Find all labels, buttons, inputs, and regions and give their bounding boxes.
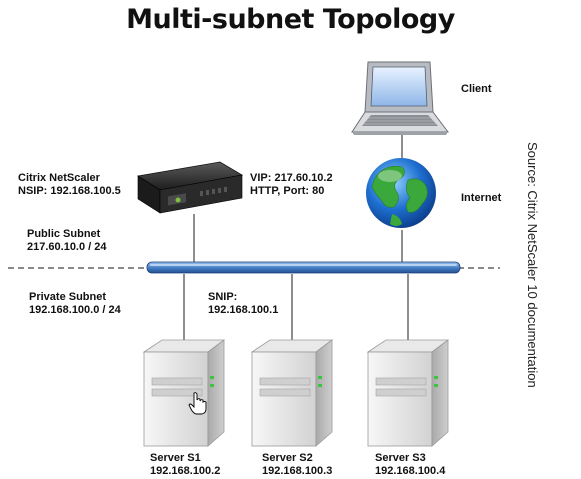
server-label: Server S3 192.168.100.4 [375, 452, 445, 478]
private-subnet-range: 192.168.100.0 / 24 [29, 304, 121, 316]
public-subnet-range: 217.60.10.0 / 24 [27, 241, 107, 253]
source-caption: Source: Citrix NetScaler 10 documentatio… [520, 142, 542, 392]
network-bus [146, 261, 461, 274]
server-name: Server S1 [150, 452, 201, 464]
netscaler-appliance-icon [136, 161, 244, 214]
server-label: Server S2 192.168.100.3 [262, 452, 332, 478]
snip-ip: 192.168.100.1 [208, 304, 279, 316]
private-subnet-name: Private Subnet [29, 291, 107, 303]
netscaler-name: Citrix NetScaler [18, 172, 100, 184]
vip-label: VIP: 217.60.10.2 HTTP, Port: 80 [250, 172, 333, 198]
server-ip: 192.168.100.4 [375, 465, 446, 477]
public-subnet-label: Public Subnet 217.60.10.0 / 24 [27, 228, 107, 254]
internet-label: Internet [461, 192, 502, 204]
vip-address: VIP: 217.60.10.2 [250, 172, 333, 184]
server-icon [366, 339, 450, 447]
globe-icon [366, 158, 436, 228]
snip-name: SNIP: [208, 291, 238, 303]
source-text: Source: Citrix NetScaler 10 documentatio… [525, 142, 540, 388]
server-ip: 192.168.100.3 [262, 465, 333, 477]
laptop-icon [351, 61, 449, 135]
netscaler-label: Citrix NetScaler NSIP: 192.168.100.5 [18, 172, 121, 198]
server-icon [142, 339, 226, 447]
hand-cursor-icon [188, 392, 207, 415]
server-name: Server S3 [375, 452, 426, 464]
netscaler-nsip: NSIP: 192.168.100.5 [18, 185, 121, 197]
public-subnet-name: Public Subnet [27, 228, 101, 240]
server-ip: 192.168.100.2 [150, 465, 221, 477]
client-label: Client [461, 83, 492, 95]
snip-label: SNIP: 192.168.100.1 [208, 291, 278, 317]
server-icon [250, 339, 334, 447]
server-label: Server S1 192.168.100.2 [150, 452, 220, 478]
diagram-title: Multi-subnet Topology [126, 4, 455, 35]
private-subnet-label: Private Subnet 192.168.100.0 / 24 [29, 291, 121, 317]
server-name: Server S2 [262, 452, 313, 464]
connector-lines [183, 130, 409, 348]
vip-service: HTTP, Port: 80 [250, 185, 325, 197]
